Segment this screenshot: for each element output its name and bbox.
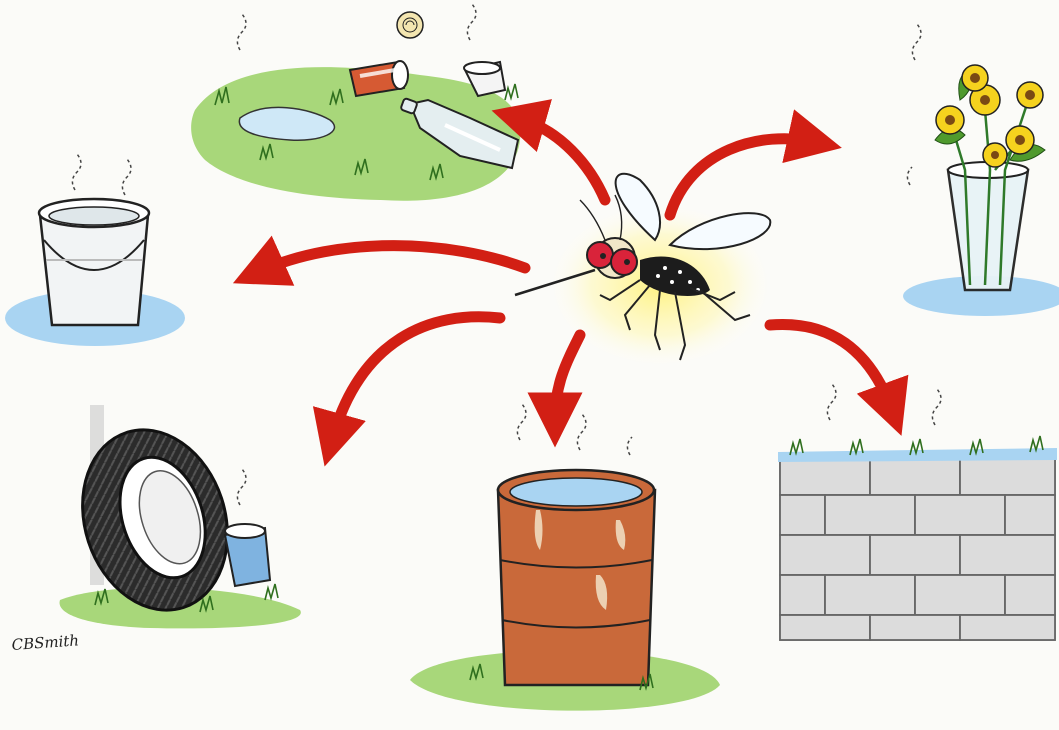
can-lid [397, 12, 423, 38]
tin-can-blue [225, 524, 270, 586]
rusty-barrel [410, 404, 720, 711]
litter-patch [191, 4, 520, 201]
flower-vase [903, 24, 1059, 316]
mosquito [515, 174, 775, 370]
arrow-to-litter [518, 118, 605, 200]
arrow-to-wall [770, 324, 892, 410]
signature-text: CBSmith [11, 631, 80, 654]
cinderblock-wall [778, 384, 1057, 640]
arrow-to-barrel [555, 335, 580, 420]
arrow-to-tire [332, 317, 500, 440]
yellow-flowers [936, 65, 1043, 167]
artist-signature: CBSmith [11, 631, 80, 654]
water-bucket [5, 154, 185, 346]
old-tire [60, 405, 301, 629]
arrow-to-bucket [258, 246, 525, 272]
